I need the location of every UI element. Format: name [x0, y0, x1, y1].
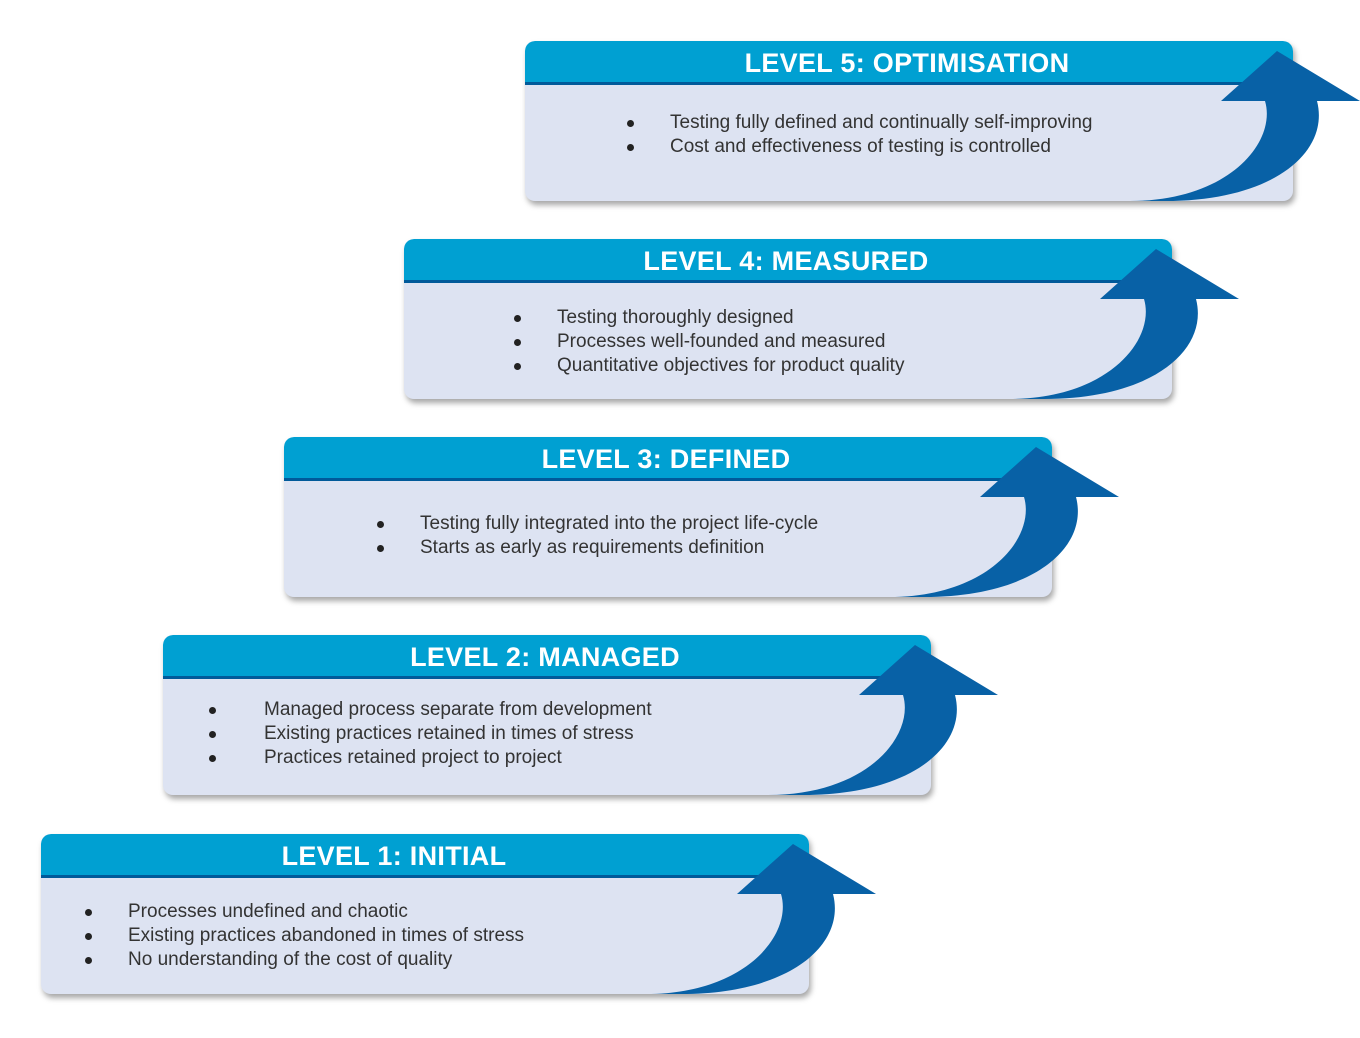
bullet-dot-icon — [377, 545, 384, 552]
level-header: LEVEL 5: OPTIMISATION — [525, 41, 1293, 85]
level-header: LEVEL 3: DEFINED — [284, 437, 1052, 481]
bullet-dot-icon — [85, 933, 92, 940]
up-arrow-icon — [1009, 249, 1239, 399]
bullet-dot-icon — [627, 144, 634, 151]
level-title: LEVEL 2: MANAGED — [410, 642, 680, 672]
level-card: LEVEL 3: DEFINED Testing fully integrate… — [284, 437, 1052, 597]
bullet-dot-icon — [627, 120, 634, 127]
bullet-dot-icon — [209, 707, 216, 714]
level-title: LEVEL 3: DEFINED — [541, 444, 791, 474]
level-title: LEVEL 1: INITIAL — [281, 841, 507, 871]
level-header: LEVEL 2: MANAGED — [163, 635, 931, 679]
bullet-dot-icon — [85, 957, 92, 964]
bullet-dot-icon — [377, 521, 384, 528]
bullet-dot-icon — [85, 909, 92, 916]
up-arrow-icon — [646, 844, 876, 994]
bullet-dot-icon — [514, 339, 521, 346]
level-card: LEVEL 1: INITIAL Processes undefined and… — [41, 834, 809, 994]
bullet-dot-icon — [514, 363, 521, 370]
bullet-dot-icon — [209, 731, 216, 738]
level-title: LEVEL 4: MEASURED — [643, 246, 929, 276]
up-arrow-icon — [889, 447, 1119, 597]
level-card: LEVEL 2: MANAGED Managed process separat… — [163, 635, 931, 795]
up-arrow-icon — [768, 645, 998, 795]
up-arrow-icon — [1130, 51, 1360, 201]
level-card: LEVEL 5: OPTIMISATION Testing fully defi… — [525, 41, 1293, 201]
level-title: LEVEL 5: OPTIMISATION — [744, 48, 1070, 78]
level-header: LEVEL 4: MEASURED — [404, 239, 1172, 283]
level-card: LEVEL 4: MEASURED Testing thoroughly des… — [404, 239, 1172, 399]
level-header: LEVEL 1: INITIAL — [41, 834, 809, 878]
bullet-dot-icon — [209, 755, 216, 762]
bullet-dot-icon — [514, 315, 521, 322]
